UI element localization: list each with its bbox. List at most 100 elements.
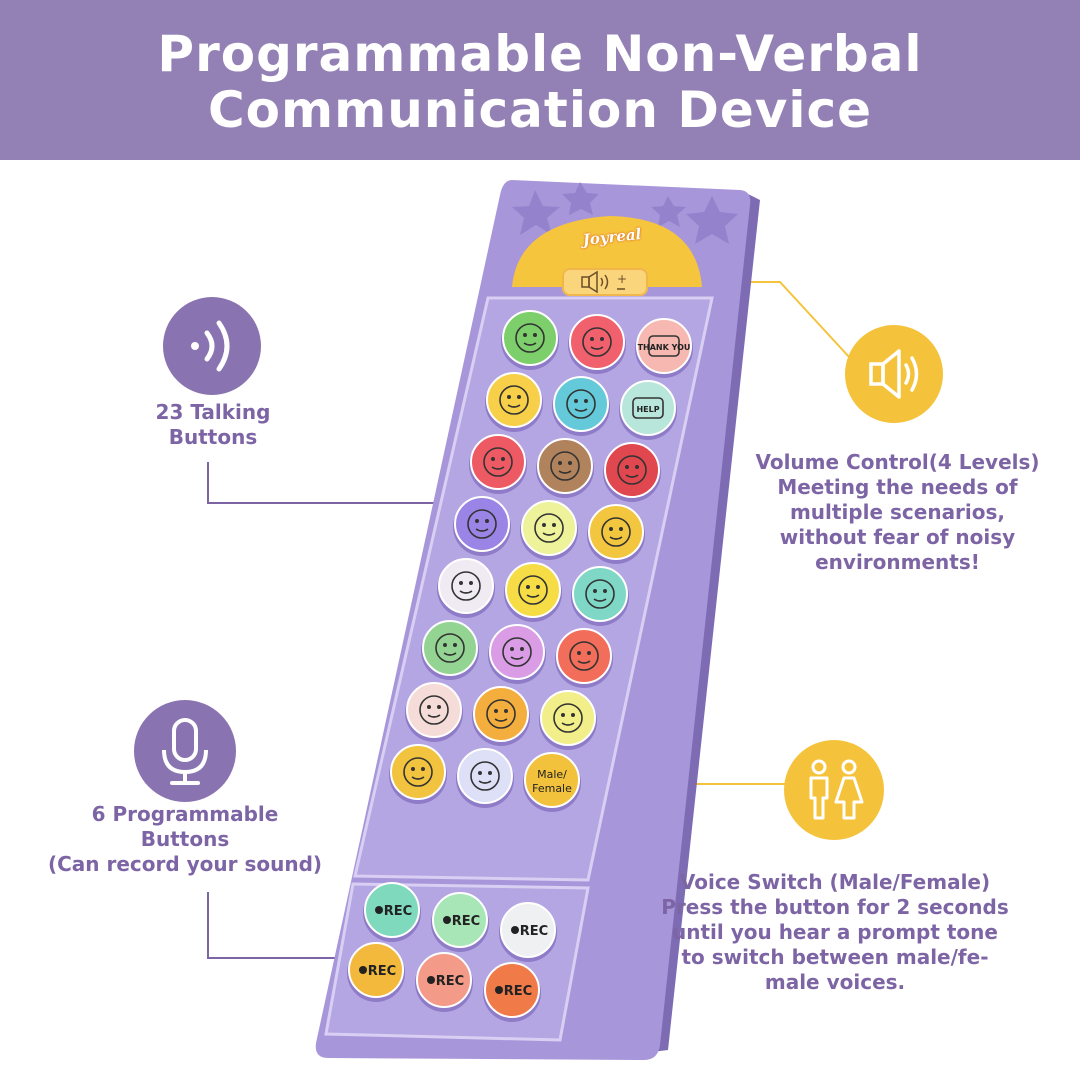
- talking-label-line-2: Buttons: [168, 425, 258, 449]
- male-female-icon: Male/Female: [532, 768, 572, 795]
- male-female-label-2: Female: [532, 782, 572, 795]
- speaker-icon: [845, 325, 943, 423]
- talk-button-23[interactable]: [456, 748, 514, 808]
- location-icon: [470, 761, 500, 791]
- record-dot-icon: [511, 926, 519, 934]
- rec-label: REC: [368, 964, 396, 979]
- thank-you-icon: THANK YOU: [638, 335, 691, 357]
- title-line-2: Communication Device: [207, 81, 873, 139]
- rec-button-3[interactable]: REC: [499, 902, 557, 962]
- sleep-icon: [467, 509, 497, 539]
- sad-icon: [566, 389, 596, 419]
- male-female-icon: [784, 740, 884, 840]
- title-line-1: Programmable Non-Verbal: [157, 25, 923, 83]
- rec-button-2[interactable]: REC: [431, 892, 489, 952]
- help-hand-icon: HELP: [632, 397, 664, 419]
- talk-button-17[interactable]: [488, 624, 546, 684]
- talk-button-12[interactable]: [587, 504, 645, 564]
- plate-icon: [601, 517, 631, 547]
- check-icon: [515, 323, 545, 353]
- record-dot-icon: [359, 966, 367, 974]
- volume-line-1: Meeting the needs of: [777, 475, 1018, 499]
- voice-title: Voice Switch (Male/Female): [679, 870, 991, 894]
- rec-label: REC: [452, 914, 480, 929]
- talk-button-16[interactable]: [421, 620, 479, 680]
- rec-button-5[interactable]: REC: [415, 952, 473, 1012]
- rec-label: REC: [436, 974, 464, 989]
- voice-line-2: until you hear a prompt tone: [672, 920, 998, 944]
- volume-button-icon: +: [581, 270, 627, 294]
- worried-icon: [569, 641, 599, 671]
- smile-icon: [499, 385, 529, 415]
- talk-button-1[interactable]: [501, 310, 559, 370]
- talk-button-4[interactable]: [485, 372, 543, 432]
- talk-button-21[interactable]: [539, 690, 597, 750]
- programmable-label-line-1: 6 Programmable: [91, 802, 279, 826]
- voice-line-1: Press the button for 2 seconds: [661, 895, 1009, 919]
- programmable-label-line-2: Buttons: [140, 827, 230, 851]
- microphone-icon: [134, 700, 236, 802]
- talk-button-15[interactable]: [571, 566, 629, 626]
- title-banner: Programmable Non-Verbal Communication De…: [0, 0, 1080, 160]
- voice-line-4: male voices.: [764, 970, 906, 994]
- star-decorations: [512, 182, 738, 244]
- talk-button-3[interactable]: THANK YOU: [635, 318, 693, 378]
- talk-button-2[interactable]: [568, 314, 626, 374]
- confused-icon: [451, 571, 481, 601]
- tired-person-icon: [550, 451, 580, 481]
- music-icon: [486, 699, 516, 729]
- sitting-person-icon: [502, 637, 532, 667]
- top-panel: [512, 216, 702, 287]
- volume-line-4: environments!: [815, 550, 980, 574]
- talk-button-19[interactable]: [405, 682, 463, 742]
- talk-button-14[interactable]: [504, 562, 562, 622]
- rec-button-4[interactable]: REC: [347, 942, 405, 1002]
- talk-button-11[interactable]: [520, 500, 578, 560]
- rec-button-1[interactable]: REC: [363, 882, 421, 942]
- programmable-buttons-label: 6 Programmable Buttons (Can record your …: [10, 802, 360, 877]
- talk-button-24[interactable]: Male/Female: [523, 752, 581, 812]
- volume-title: Volume Control(4 Levels): [755, 450, 1040, 474]
- talk-button-9[interactable]: [603, 442, 661, 502]
- toilet-icon: [435, 633, 465, 663]
- help-hand-icon-text: HELP: [636, 405, 659, 414]
- record-dot-icon: [375, 906, 383, 914]
- talk-button-22[interactable]: [389, 744, 447, 804]
- talk-button-10[interactable]: [453, 496, 511, 556]
- talk-button-13[interactable]: [437, 558, 495, 618]
- thank-you-icon-text: THANK YOU: [638, 343, 691, 352]
- volume-line-2: multiple scenarios,: [789, 500, 1006, 524]
- rec-label: REC: [504, 984, 532, 999]
- record-dot-icon: [427, 976, 435, 984]
- talk-button-7[interactable]: [469, 434, 527, 494]
- talk-button-20[interactable]: [472, 686, 530, 746]
- teddy-bear-icon: [419, 695, 449, 725]
- bath-icon: [585, 579, 615, 609]
- record-dot-icon: [443, 916, 451, 924]
- home-icon: [403, 757, 433, 787]
- talk-button-6[interactable]: HELP: [619, 380, 677, 440]
- programmable-label-line-3: (Can record your sound): [47, 852, 323, 876]
- talking-buttons-label: 23 Talking Buttons: [108, 400, 318, 450]
- volume-button[interactable]: +: [562, 268, 648, 296]
- talking-label-line-1: 23 Talking: [155, 400, 271, 424]
- male-female-label-1: Male/: [537, 768, 567, 781]
- volume-control-label: Volume Control(4 Levels) Meeting the nee…: [715, 450, 1080, 575]
- noise-icon: [518, 575, 548, 605]
- bandage-icon: [617, 455, 647, 485]
- volume-line-3: without fear of noisy: [779, 525, 1016, 549]
- talk-button-18[interactable]: [555, 628, 613, 688]
- angry-icon: [483, 447, 513, 477]
- rec-label: REC: [384, 904, 412, 919]
- record-dot-icon: [495, 986, 503, 994]
- rec-label: REC: [520, 924, 548, 939]
- x-icon: [582, 327, 612, 357]
- water-glass-icon: [534, 513, 564, 543]
- rec-button-6[interactable]: REC: [483, 962, 541, 1022]
- talk-button-5[interactable]: [552, 376, 610, 436]
- talk-button-8[interactable]: [536, 438, 594, 498]
- page-title: Programmable Non-Verbal Communication De…: [0, 26, 1080, 138]
- sound-icon: [163, 297, 261, 395]
- svg-text:+: +: [617, 272, 627, 286]
